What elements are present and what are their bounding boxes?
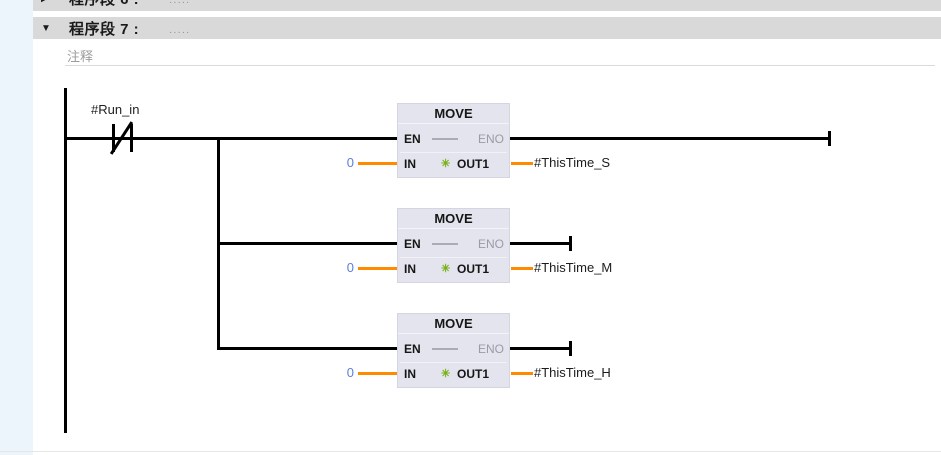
nc-contact[interactable] (112, 124, 115, 152)
out1-pin[interactable]: OUT1 (457, 262, 490, 276)
in-pin[interactable]: IN (404, 367, 416, 381)
eno-pin[interactable]: ENO (477, 132, 504, 146)
move-block-3[interactable]: MOVE EN ENO IN ✳ OUT1 (397, 313, 510, 388)
rung-2-end-terminator (569, 236, 572, 251)
en-pin[interactable]: EN (404, 132, 421, 146)
eno-dash (432, 348, 458, 350)
nc-contact[interactable] (130, 124, 133, 152)
in-operand-value[interactable]: 0 (346, 155, 354, 170)
in-pin[interactable]: IN (404, 157, 416, 171)
network-7-title: 程序段 7 : (69, 21, 140, 38)
rung-1-eno-wire (510, 137, 830, 140)
network-7-header[interactable]: ▼ 程序段 7 : ..... (33, 17, 941, 39)
block-row-divider (400, 257, 507, 258)
comment-divider (65, 65, 935, 66)
in-operand-value[interactable]: 0 (346, 365, 354, 380)
en-pin[interactable]: EN (404, 237, 421, 251)
out-operand-tag[interactable]: #ThisTime_S (534, 155, 611, 170)
update-star-icon: ✳ (441, 263, 451, 275)
rung-1-wire (64, 137, 397, 140)
in-param-wire (358, 372, 397, 375)
block-row-divider (400, 152, 507, 153)
network-bottom-divider (0, 451, 941, 452)
out1-pin[interactable]: OUT1 (457, 367, 490, 381)
out-param-wire (511, 162, 533, 165)
expand-triangle-icon[interactable]: ▼ (41, 23, 51, 34)
network-comment-placeholder[interactable]: 注释 (67, 49, 94, 64)
out-operand-tag[interactable]: #ThisTime_M (534, 260, 613, 275)
rung-3-end-terminator (569, 341, 572, 356)
out-operand-tag[interactable]: #ThisTime_H (534, 365, 611, 380)
block-title[interactable]: MOVE (398, 209, 509, 229)
rung-1-end-terminator (828, 131, 831, 146)
eno-pin[interactable]: ENO (477, 237, 504, 251)
update-star-icon: ✳ (441, 158, 451, 170)
eno-dash (432, 138, 458, 140)
in-param-wire (358, 267, 397, 270)
update-star-icon: ✳ (441, 368, 451, 380)
en-pin[interactable]: EN (404, 342, 421, 356)
rung-2-eno-wire (510, 242, 572, 245)
in-pin[interactable]: IN (404, 262, 416, 276)
out-param-wire (511, 267, 533, 270)
in-operand-value[interactable]: 0 (346, 260, 354, 275)
network-7-title-placeholder[interactable]: ..... (169, 24, 191, 36)
contact-tag[interactable]: #Run_in (91, 102, 140, 117)
block-title[interactable]: MOVE (398, 104, 509, 124)
power-rail (64, 88, 67, 433)
move-block-1[interactable]: MOVE EN ENO IN ✳ OUT1 (397, 103, 510, 178)
block-title[interactable]: MOVE (398, 314, 509, 334)
rung-3-wire (217, 347, 397, 350)
rung-3-eno-wire (510, 347, 572, 350)
eno-dash (432, 243, 458, 245)
eno-pin[interactable]: ENO (477, 342, 504, 356)
in-param-wire (358, 162, 397, 165)
editor-left-margin (0, 0, 33, 455)
move-block-2[interactable]: MOVE EN ENO IN ✳ OUT1 (397, 208, 510, 283)
network-6-header[interactable]: ▶ 程序段 6 : ..... (33, 0, 941, 11)
block-row-divider (400, 362, 507, 363)
network-6-title: 程序段 6 : (69, 0, 139, 9)
collapse-triangle-icon[interactable]: ▶ (41, 0, 55, 4)
network-6-title-placeholder[interactable]: ..... (169, 0, 191, 6)
out1-pin[interactable]: OUT1 (457, 157, 490, 171)
rung-2-wire (217, 242, 397, 245)
out-param-wire (511, 372, 533, 375)
